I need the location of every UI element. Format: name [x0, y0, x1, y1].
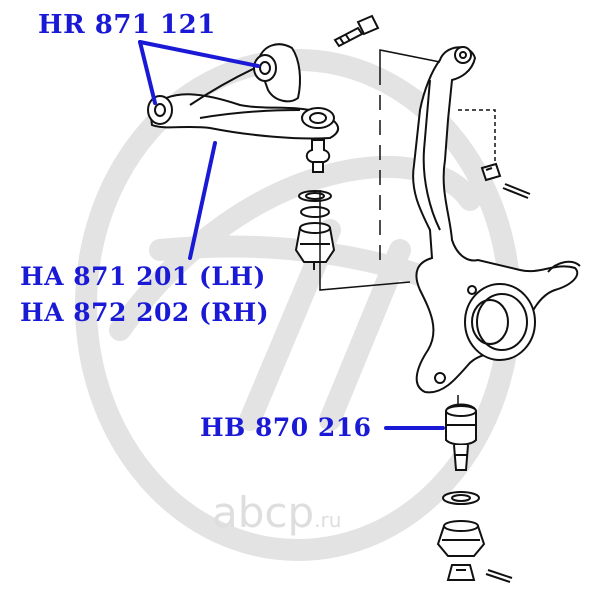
label-ball-joint: HB 870 216: [200, 413, 372, 442]
steering-knuckle: [412, 46, 581, 394]
pointer-hr-left: [138, 40, 157, 105]
label-upper-bushing: HR 871 121: [38, 10, 216, 40]
label-arm-lh: HA 871 201 (LH): [20, 262, 266, 291]
watermark-main: abcp: [212, 488, 315, 537]
castle-nut-upper: [480, 162, 502, 182]
label-pointers: [138, 40, 445, 430]
cotter-pin-upper: [502, 183, 531, 199]
pointer-hr-right: [138, 40, 260, 68]
label-arm-rh: HA 872 202 (RH): [20, 298, 270, 327]
watermark-suffix: .ru: [314, 508, 342, 532]
lower-ball-joint: [445, 403, 477, 471]
lower-boot-stack: [436, 491, 486, 581]
bolt: [333, 14, 380, 48]
upper-boot-stack: [294, 190, 336, 270]
watermark-text: abcp.ru: [212, 488, 341, 537]
cotter-pin-lower: [485, 569, 513, 583]
pointer-ha: [188, 141, 217, 260]
guide-lines: [319, 49, 496, 410]
